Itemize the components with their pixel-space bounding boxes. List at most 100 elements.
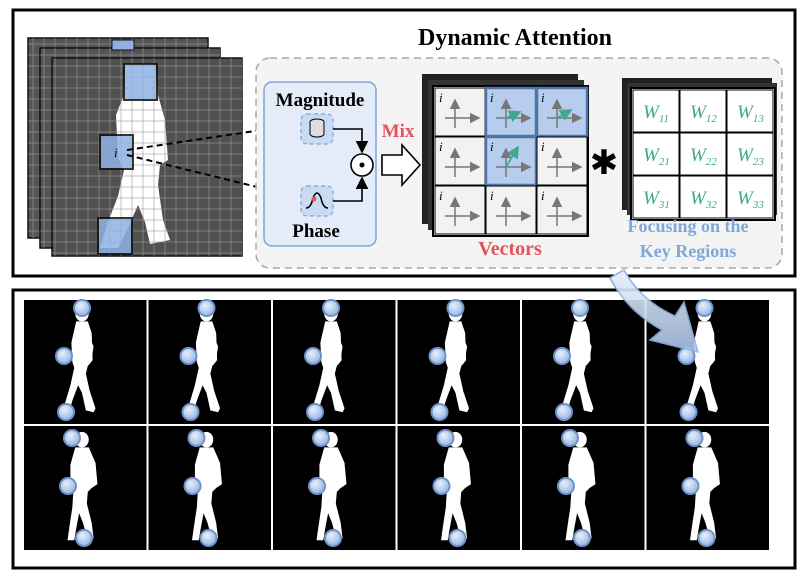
keypoint-circle [199, 529, 218, 547]
vector-cell-index: i [439, 90, 443, 105]
silhouette-grid [24, 299, 769, 550]
keypoint-circle [324, 529, 342, 547]
vector-cell [536, 185, 588, 235]
keypoint-circle [695, 299, 714, 317]
weight-cell [632, 132, 680, 176]
weight-label: W13 [737, 102, 764, 125]
vector-cell [485, 185, 537, 235]
weight-cell [726, 132, 774, 176]
teal-vector [505, 110, 522, 123]
weight-label: W23 [737, 145, 764, 168]
magnitude-label: Magnitude [276, 90, 365, 111]
weight-cell [632, 89, 680, 133]
keypoint-circle [57, 403, 75, 421]
vector-cell-index: i [541, 90, 545, 105]
mag-phase-box [263, 81, 377, 247]
vector-cell-index: i [439, 188, 443, 203]
head-patch [123, 63, 158, 101]
diagram-title: Dynamic Attention [418, 25, 612, 51]
hand-patch [99, 134, 134, 170]
keypoint-circle [322, 299, 340, 317]
weight-label: W12 [690, 102, 717, 125]
patch-index: i [114, 145, 118, 160]
keypoint-circle [75, 529, 93, 547]
teal-vector [556, 109, 573, 121]
keypoint-circle [73, 299, 91, 317]
keypoint-circle [448, 529, 467, 547]
keypoint-circle [432, 477, 451, 495]
vector-cell [484, 135, 538, 187]
foot-patch [97, 217, 133, 255]
keypoint-circle [304, 347, 322, 365]
keypoint-circle [685, 429, 704, 447]
keypoint-circle [55, 347, 73, 365]
weight-cell [726, 175, 774, 219]
silhouette-frame [148, 426, 271, 550]
keypoint-circle [179, 347, 198, 365]
vector-cell [434, 185, 486, 235]
silhouette-frame [397, 299, 520, 424]
vector-cell [536, 136, 588, 186]
keypoint-circle [181, 403, 200, 421]
vector-cell-index: i [490, 188, 494, 203]
weight-cell [679, 175, 727, 219]
keypoint-circle [553, 347, 571, 365]
weight-cell [632, 175, 680, 219]
keypoint-circle [63, 429, 81, 447]
weight-label: W31 [643, 188, 670, 211]
vector-cell-index: i [541, 188, 545, 203]
weight-cell [679, 132, 727, 176]
keypoint-circle [557, 477, 575, 495]
keypoint-circle [59, 477, 77, 495]
silhouette-frame [273, 299, 396, 424]
silhouette-frame [148, 299, 271, 424]
silhouette-frame [646, 426, 769, 550]
weight-label: W32 [690, 188, 717, 211]
focus-line2: Key Regions [640, 241, 737, 261]
keypoint-circle [312, 429, 330, 447]
keypoint-circle [555, 403, 573, 421]
cylinder-icon [300, 113, 334, 145]
frame-stack: i [27, 37, 243, 257]
keypoint-circle [681, 477, 700, 495]
wave-icon [300, 185, 334, 217]
odot-icon [350, 153, 374, 177]
mix-arrow-icon [381, 142, 422, 188]
keypoint-circle [446, 299, 465, 317]
vector-cell-index: i [490, 90, 494, 105]
silhouette-frame [397, 426, 520, 550]
vector-grid: i i i i i i i i i [422, 74, 589, 237]
vector-cell [434, 87, 486, 137]
keypoint-circle [436, 429, 455, 447]
weight-cell [679, 89, 727, 133]
weight-cell [726, 89, 774, 133]
vector-cell-index: i [439, 139, 443, 154]
keypoint-circle [697, 529, 716, 547]
focus-line1: Focusing on the [627, 216, 748, 236]
silhouette-frame [522, 299, 645, 424]
keypoint-circle [679, 403, 698, 421]
keypoint-circle [428, 347, 447, 365]
vector-cell-index: i [541, 139, 545, 154]
vectors-label: Vectors [478, 238, 542, 260]
silhouette-frame [522, 426, 645, 550]
keypoint-circle [430, 403, 449, 421]
keypoint-circle [308, 477, 326, 495]
keypoint-circle [183, 477, 202, 495]
silhouette-frame [24, 426, 147, 550]
weight-label: W11 [643, 102, 669, 125]
phase-label: Phase [292, 221, 340, 242]
keypoint-circle [573, 529, 591, 547]
weight-label: W22 [690, 145, 717, 168]
silhouette-frame [273, 426, 396, 550]
vector-cell-index: i [490, 139, 494, 154]
keypoint-circle [187, 429, 206, 447]
teal-vector [505, 145, 519, 168]
weight-label: W33 [737, 188, 764, 211]
grid-silhouette [52, 58, 242, 256]
mix-label: Mix [382, 121, 415, 142]
weight-label: W21 [643, 145, 670, 168]
asterisk-icon: ✱ [590, 143, 619, 183]
